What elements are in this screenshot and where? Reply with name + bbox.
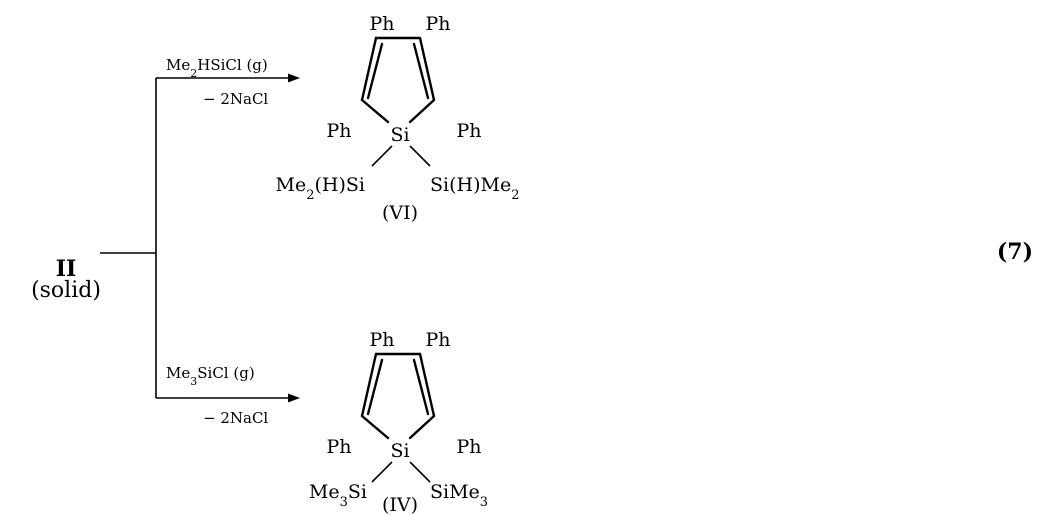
ring-double-bond — [412, 358, 430, 416]
product-vi: Ph Ph Ph Ph Si Me2(H)Si Si(H)Me2 (VI) — [276, 13, 520, 224]
ring-bond — [360, 352, 378, 418]
lower-reagent: Me3SiCl (g) — [166, 364, 255, 388]
ring-silicon: Si — [390, 440, 409, 462]
ring-double-bond — [366, 358, 384, 416]
ring-bond — [360, 36, 378, 102]
equation-number: (7) — [997, 239, 1033, 265]
ring-bond — [360, 98, 390, 124]
silyl-left: Me2(H)Si — [276, 174, 365, 203]
upper-reagent: Me2HSiCl (g) — [166, 56, 268, 80]
silyl-right: SiMe3 — [430, 481, 488, 510]
si-bond — [409, 461, 431, 483]
lower-arrow-head — [288, 393, 300, 403]
phenyl-label: Ph — [456, 120, 481, 142]
silyl-left: Me3Si — [309, 481, 367, 510]
phenyl-label: Ph — [326, 120, 351, 142]
upper-arrow-head — [288, 73, 300, 83]
silyl-right: Si(H)Me2 — [430, 174, 519, 203]
upper-byproduct: − 2NaCl — [203, 90, 268, 108]
compound-label: (VI) — [382, 202, 418, 224]
reactant-state: (solid) — [31, 278, 101, 303]
phenyl-label: Ph — [425, 13, 450, 35]
reactant-label: II — [56, 256, 77, 282]
product-iv: Ph Ph Ph Ph Si Me3Si SiMe3 (IV) — [309, 329, 488, 515]
compound-label: (IV) — [382, 494, 418, 515]
si-bond — [371, 145, 393, 167]
ring-bond — [418, 352, 436, 418]
si-bond — [409, 145, 431, 167]
si-bond — [371, 461, 393, 483]
phenyl-label: Ph — [456, 436, 481, 458]
ring-bond — [408, 98, 436, 124]
ring-double-bond — [412, 42, 430, 100]
ring-bond — [408, 414, 436, 440]
lower-byproduct: − 2NaCl — [203, 409, 268, 427]
ring-silicon: Si — [390, 124, 409, 146]
ring-bond — [418, 36, 436, 102]
phenyl-label: Ph — [369, 13, 394, 35]
phenyl-label: Ph — [369, 329, 394, 351]
ring-bond — [360, 414, 390, 440]
phenyl-label: Ph — [326, 436, 351, 458]
phenyl-label: Ph — [425, 329, 450, 351]
ring-double-bond — [366, 42, 384, 100]
